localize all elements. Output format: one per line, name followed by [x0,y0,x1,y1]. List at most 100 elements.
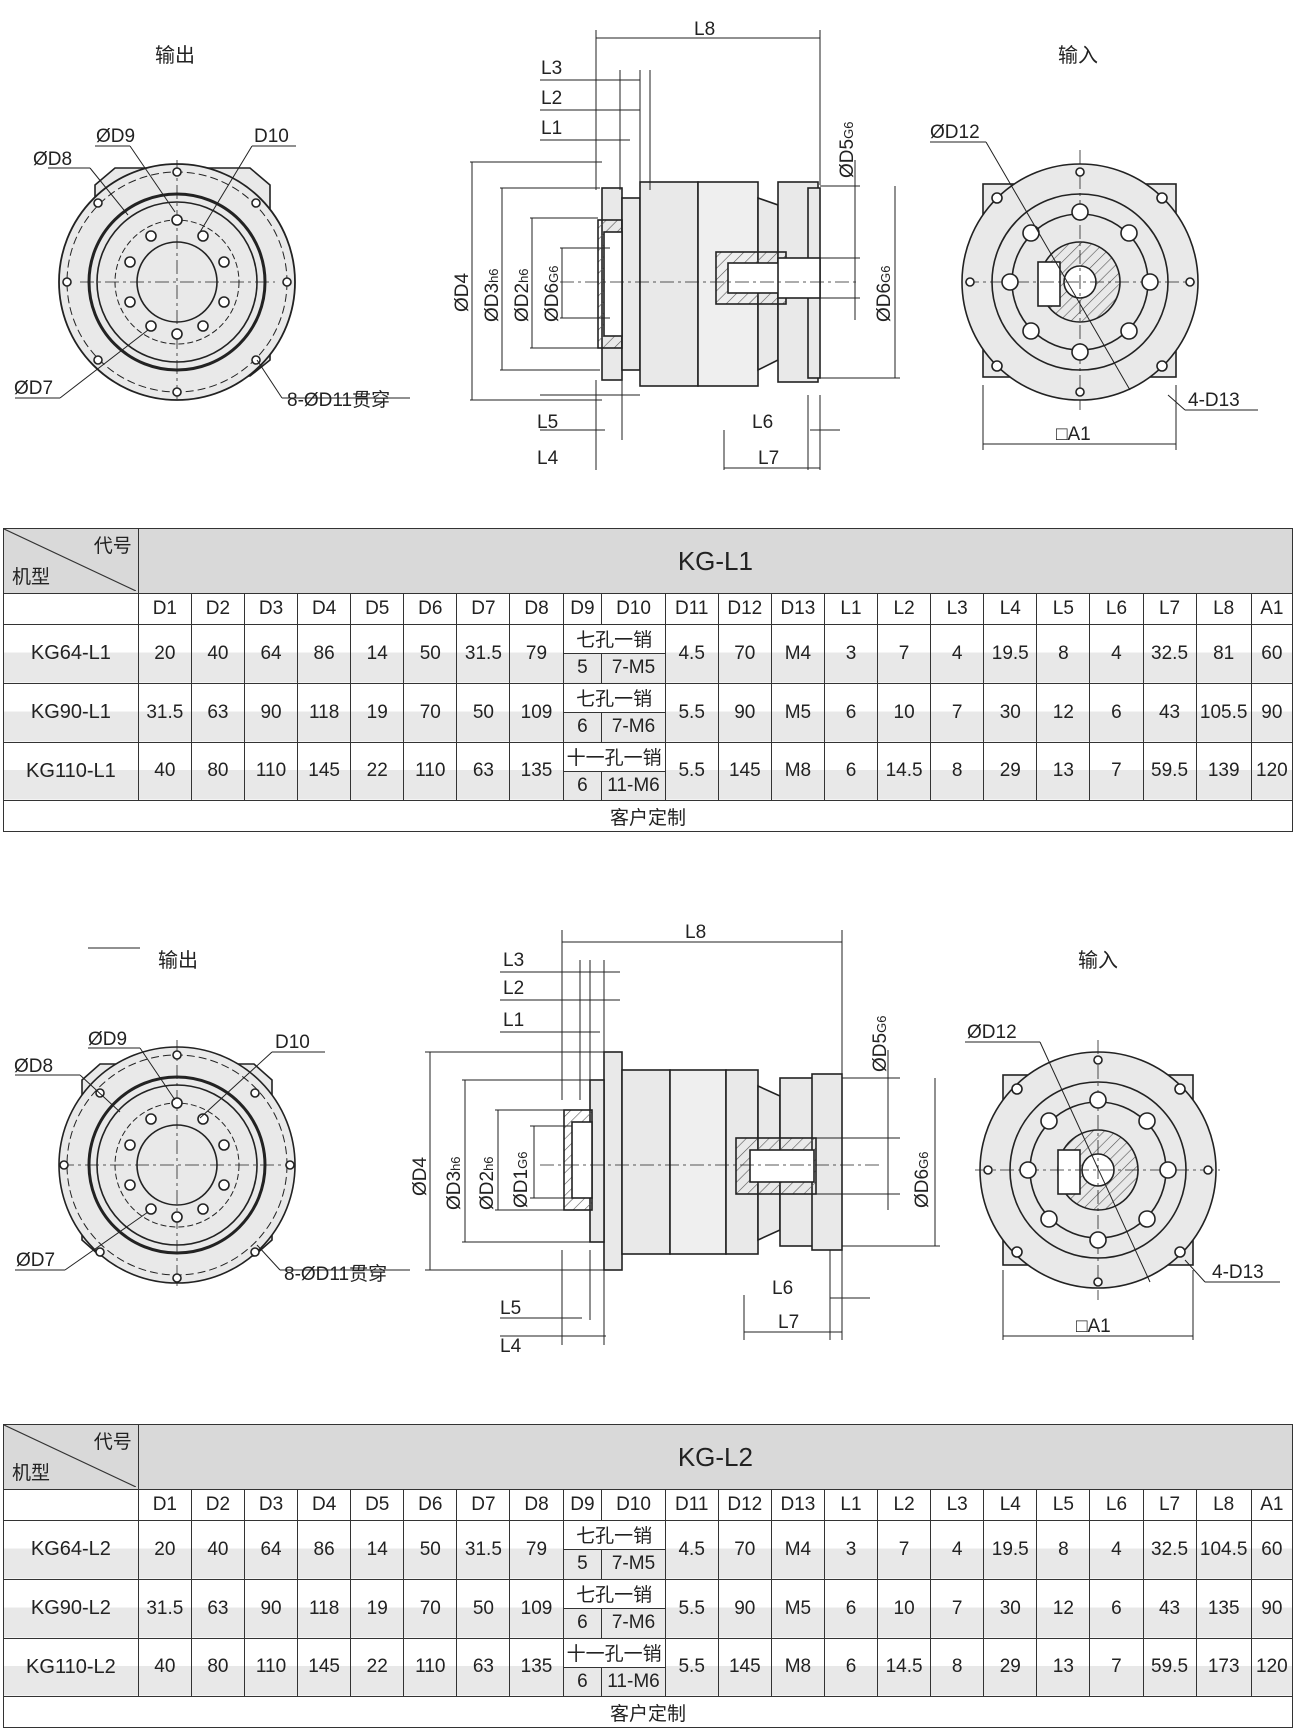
dim-l1-label: L1 [541,118,562,139]
section2-drawings: 输出 ØD9 D10 ØD8 ØD7 8-ØD11贯穿 [0,900,1296,1370]
table-cell: 90 [717,1578,772,1639]
table-cell: 40 [190,623,245,684]
dim-d6-right-label: ØD6G6 [912,1152,933,1208]
table-cell: 90 [1250,1578,1294,1639]
output-flange-view [58,160,296,401]
dim-d10-label: D10 [275,1032,310,1053]
table-cell: 173 [1195,1637,1252,1698]
dim-d10-label: D10 [254,126,289,147]
table-cell: 6 [562,770,603,802]
dim-l8-label: L8 [694,19,715,40]
input-view-dimension-lines [965,1041,1280,1340]
dim-l8-label: L8 [685,922,706,943]
input-view-dimension-lines [930,141,1258,450]
table-cell: 109 [509,1578,564,1639]
col-header: D8 [509,593,564,625]
output-view-leaders [15,947,410,1271]
col-header: L1 [823,1489,879,1521]
table-cell: 118 [297,682,352,743]
table-cell: 6 [1089,682,1144,743]
dim-d6-right-label: ØD6G6 [874,266,895,322]
table-cell: 40 [137,741,192,802]
input-view-label: 输入 [1058,44,1098,67]
table-cell: 90 [717,682,772,743]
table-cell: 4.5 [664,623,719,684]
table-cell: 11-M6 [601,1666,666,1698]
col-header: L4 [983,1489,1038,1521]
table-cell: 7 [1089,741,1144,802]
dim-d2-label: ØD2h6 [477,1156,498,1210]
table-cell: 6 [1089,1578,1144,1639]
dim-d9-label: ØD9 [96,126,135,147]
dim-d6-left-label: ØD6G6 [542,266,563,322]
side-view-dimension-lines [470,30,900,475]
table-cell: 64 [243,623,299,684]
dim-d7-label: ØD7 [16,1250,55,1271]
output-view-label: 输出 [155,44,195,67]
table-cell: 63 [456,741,511,802]
table-cell: 14.5 [877,741,932,802]
table-cell: M5 [770,1578,825,1639]
svg-text:ØD6G6: ØD6G6 [912,1152,933,1208]
table-header-blank [3,1489,139,1521]
dim-d9-label: ØD9 [88,1029,127,1050]
table-cell: 104.5 [1195,1519,1252,1580]
svg-text:ØD4: ØD4 [410,1157,431,1197]
table-cell: M8 [770,741,825,802]
output-view-leaders [15,145,410,399]
dim-l1-label: L1 [503,1010,524,1031]
col-header: L3 [930,1489,985,1521]
col-header: D8 [509,1489,564,1521]
table-cell: 6 [823,1578,879,1639]
table-row-model: KG90-L1 [3,682,139,743]
table-cell: 50 [456,682,511,743]
table-cell: 105.5 [1195,682,1252,743]
table-cell: 30 [983,1578,1038,1639]
col-header: D12 [717,593,772,625]
table-cell: 12 [1036,682,1091,743]
table-cell: 81 [1195,623,1252,684]
corner-top-label: 代号 [93,536,132,557]
table-cell: 110 [243,1637,299,1698]
table-cell: 13 [1036,741,1091,802]
table-cell: 145 [297,1637,352,1698]
dim-l6-label: L6 [752,412,773,433]
col-header: D13 [770,1489,825,1521]
table-cell: 32.5 [1142,623,1197,684]
dim-d5-label: ØD5G6 [837,122,858,178]
table-cell: 63 [190,682,245,743]
table-cell-hole-pattern: 七孔一销 [562,1578,666,1610]
table-cell: 6 [562,1608,603,1639]
table-cell: 11-M6 [601,770,666,802]
col-header: L4 [983,593,1038,625]
table-cell: 145 [717,741,772,802]
table-cell: 30 [983,682,1038,743]
col-header: L3 [930,593,985,625]
corner-diagonal [4,529,136,591]
table-cell: 4 [1089,1519,1144,1580]
table-cell: 8 [1036,1519,1091,1580]
col-header: L8 [1195,1489,1252,1521]
table-cell-hole-pattern: 十一孔一销 [562,741,666,772]
table-cell: 110 [403,741,458,802]
dim-d13-label: 4-D13 [1212,1262,1264,1283]
table-cell: 120 [1250,1637,1294,1698]
table-cell: 31.5 [456,623,511,684]
col-header: D1 [137,1489,192,1521]
table-cell: 8 [930,1637,985,1698]
col-header: D6 [403,1489,458,1521]
table-cell: 145 [717,1637,772,1698]
table-cell: 7-M5 [601,653,666,684]
table-cell: 6 [562,1666,603,1698]
table-cell: 118 [297,1578,352,1639]
col-header: D5 [350,1489,405,1521]
table-cell: 7-M6 [601,1608,666,1639]
table-cell: 109 [509,682,564,743]
table-cell: 90 [1250,682,1294,743]
table-cell: 43 [1142,682,1197,743]
table-cell-hole-pattern: 七孔一销 [562,682,666,714]
table-title: KG-L1 [137,527,1294,595]
col-header: A1 [1250,1489,1294,1521]
dim-d1-label: ØD1G6 [511,1152,532,1208]
table-cell: 5 [562,1549,603,1580]
